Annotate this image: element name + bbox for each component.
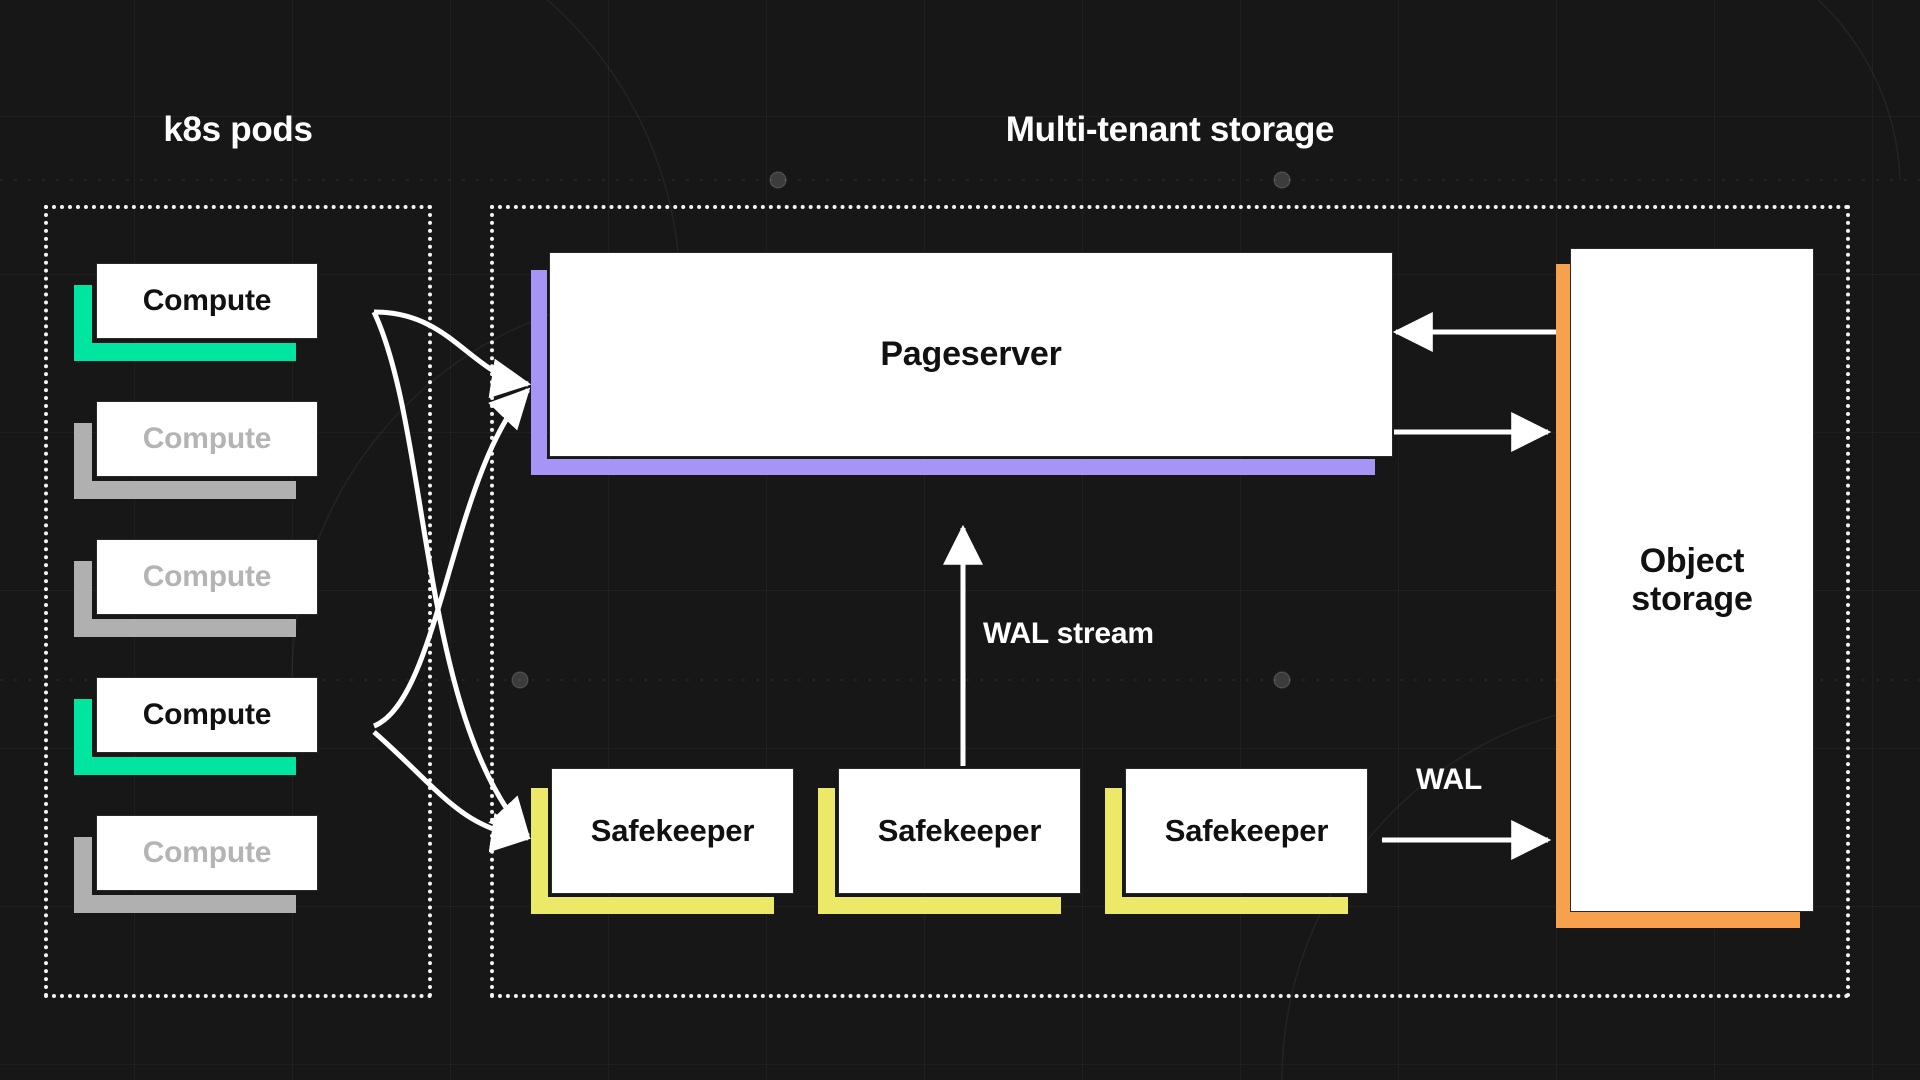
object-storage-label: Object storage (1631, 541, 1753, 618)
safekeeper-node-1[interactable]: Safekeeper (531, 768, 794, 914)
compute-card-3: Compute (96, 539, 318, 615)
object-storage-node[interactable]: Object storage (1556, 248, 1814, 928)
compute-card-5: Compute (96, 815, 318, 891)
safekeeper-label-3: Safekeeper (1164, 812, 1329, 848)
compute-node-3[interactable]: Compute (74, 539, 318, 637)
compute-card-2: Compute (96, 401, 318, 477)
compute-label-1: Compute (142, 284, 272, 318)
object-storage-accent (1556, 264, 1800, 928)
edge-label-wal: WAL (1416, 763, 1483, 796)
compute-card-4: Compute (96, 677, 318, 753)
safekeeper-accent-1 (531, 788, 774, 914)
safekeeper-accent-3 (1105, 788, 1348, 914)
compute-card-1: Compute (96, 263, 318, 339)
compute-node-5[interactable]: Compute (74, 815, 318, 913)
edge-label-wal-stream: WAL stream (983, 617, 1154, 650)
compute-accent-1 (74, 285, 296, 361)
compute-node-2[interactable]: Compute (74, 401, 318, 499)
compute-label-2: Compute (142, 422, 272, 456)
object-storage-label-line1: Object (1639, 541, 1745, 580)
compute-label-5: Compute (142, 836, 272, 870)
safekeeper-node-2[interactable]: Safekeeper (818, 768, 1081, 914)
object-storage-label-line2: storage (1631, 580, 1753, 618)
group-title-k8s-pods: k8s pods (163, 110, 313, 149)
compute-accent-5 (74, 837, 296, 913)
safekeeper-card-3: Safekeeper (1125, 768, 1368, 894)
object-storage-card: Object storage (1570, 248, 1814, 912)
safekeeper-card-1: Safekeeper (551, 768, 794, 894)
safekeeper-label-2: Safekeeper (877, 812, 1042, 848)
pageserver-card: Pageserver (549, 252, 1393, 457)
compute-label-4: Compute (142, 698, 272, 732)
compute-accent-3 (74, 561, 296, 637)
safekeeper-card-2: Safekeeper (838, 768, 1081, 894)
compute-accent-4 (74, 699, 296, 775)
safekeeper-label-1: Safekeeper (590, 812, 755, 848)
compute-node-4[interactable]: Compute (74, 677, 318, 775)
safekeeper-node-3[interactable]: Safekeeper (1105, 768, 1368, 914)
pageserver-accent (531, 270, 1375, 475)
pageserver-node[interactable]: Pageserver (531, 252, 1393, 475)
compute-node-1[interactable]: Compute (74, 263, 318, 361)
group-title-multi-tenant-storage: Multi-tenant storage (1005, 110, 1335, 149)
compute-accent-2 (74, 423, 296, 499)
compute-label-3: Compute (142, 560, 272, 594)
pageserver-label: Pageserver (880, 335, 1062, 374)
safekeeper-accent-2 (818, 788, 1061, 914)
